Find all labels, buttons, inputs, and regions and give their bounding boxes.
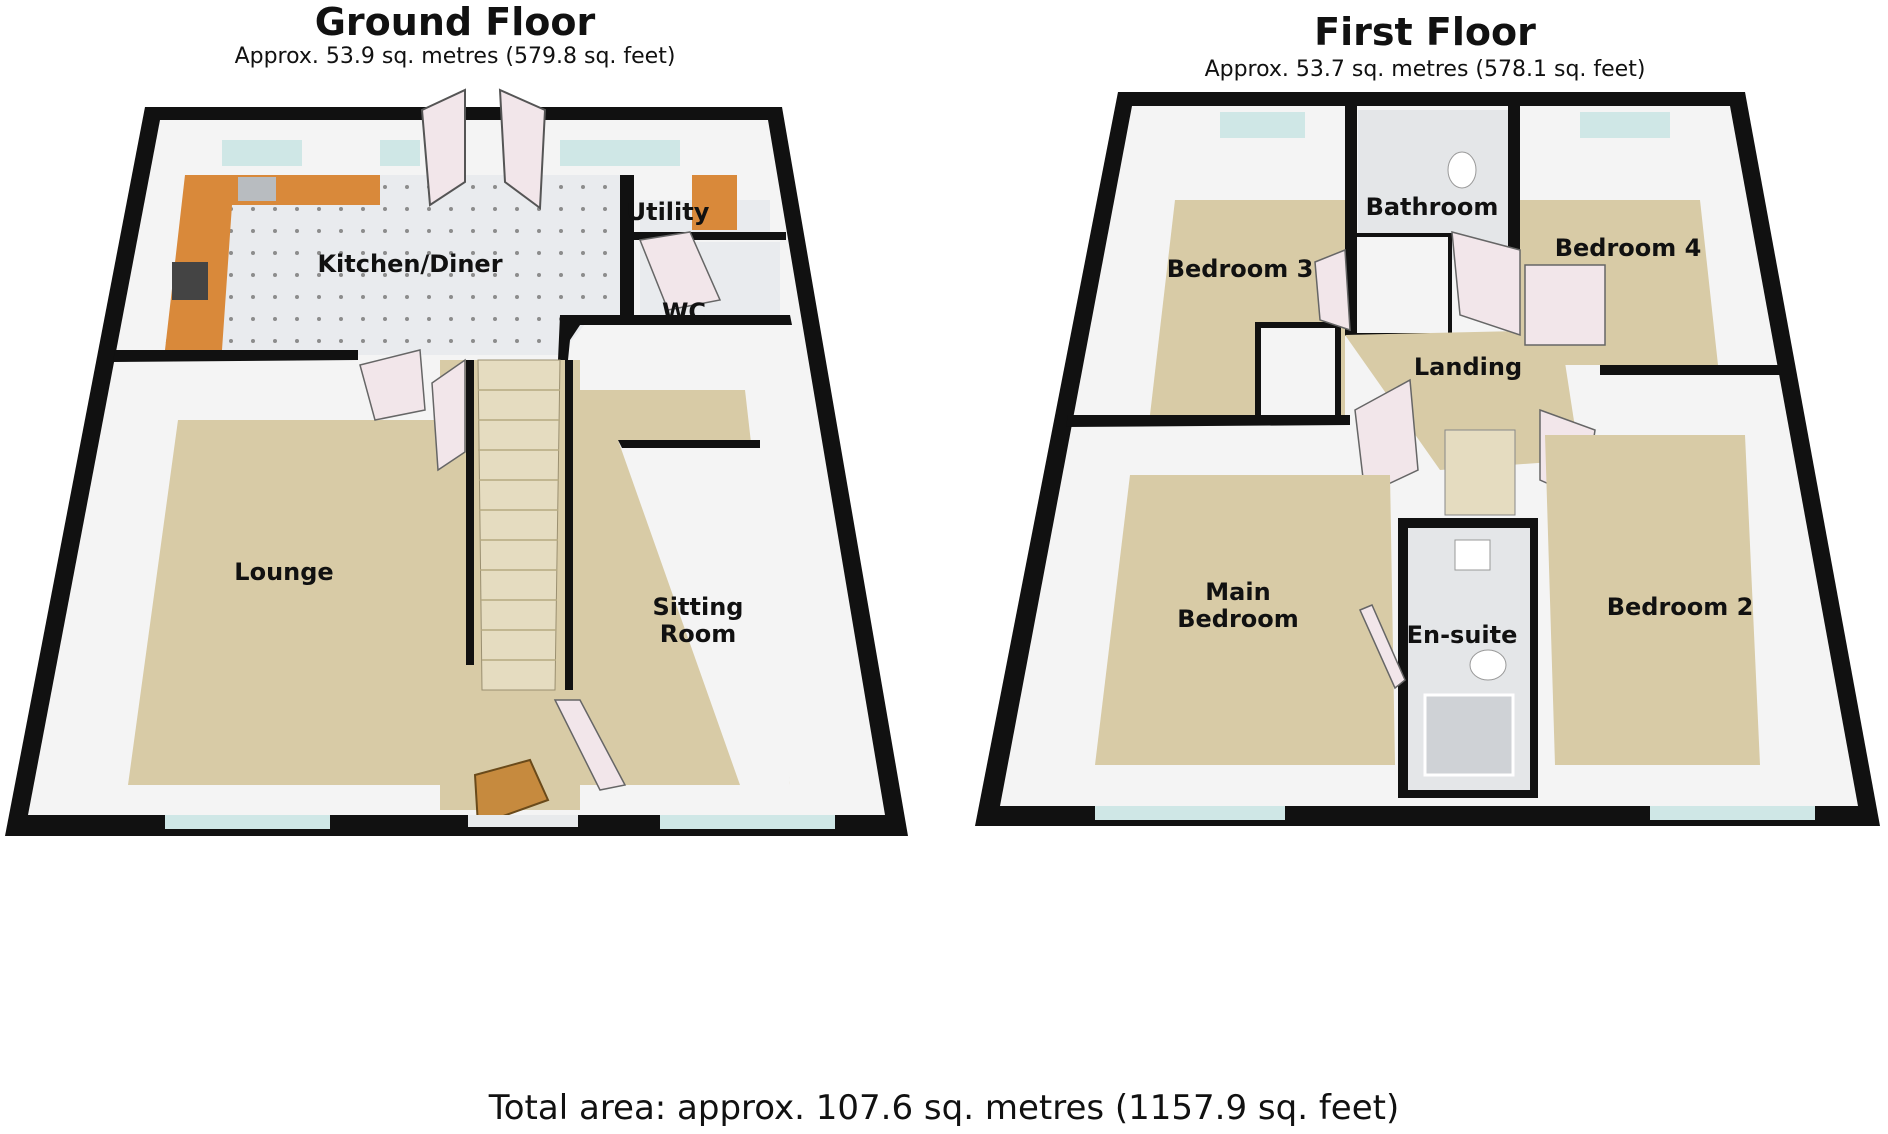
label-kitchen-diner: Kitchen/Diner <box>317 250 502 278</box>
sitting-room-door <box>553 699 627 791</box>
label-bedroom-2: Bedroom 2 <box>1607 593 1754 621</box>
main-bedroom-front-window <box>1095 806 1285 820</box>
stair-wall-left <box>466 360 474 665</box>
first-floor-title: First Floor <box>1314 10 1536 54</box>
label-main-bedroom-line2: Bedroom <box>1177 605 1299 633</box>
staircase <box>477 359 561 691</box>
label-bedroom-4: Bedroom 4 <box>1555 234 1702 262</box>
bathroom-wall-right <box>1508 106 1520 266</box>
label-landing: Landing <box>1414 353 1522 381</box>
sitting-front-window <box>660 815 835 829</box>
utility-door <box>638 231 722 311</box>
sitting-room-inner-wall <box>618 440 760 448</box>
first-floor-area: Approx. 53.7 sq. metres (578.1 sq. feet) <box>1204 57 1646 82</box>
stair-wall-right <box>565 360 573 690</box>
sink <box>238 177 276 201</box>
french-door-right <box>498 88 547 210</box>
airing-cupboard <box>1255 322 1341 423</box>
en-suite-basin <box>1454 539 1491 571</box>
bed3-main-wall <box>1066 415 1350 427</box>
lounge-floor <box>128 420 462 785</box>
bed4-bed2-wall <box>1600 365 1792 375</box>
kitchen-door <box>359 349 426 421</box>
utility-wc-divider <box>634 232 786 240</box>
front-door <box>473 758 550 827</box>
label-main-bedroom-line1: Main <box>1205 578 1270 606</box>
main-bedroom-door <box>1354 378 1419 497</box>
stair-treads <box>478 389 560 661</box>
ground-floor-title: Ground Floor <box>314 0 596 44</box>
ground-floor-area: Approx. 53.9 sq. metres (579.8 sq. feet) <box>234 44 676 69</box>
bedroom4-door <box>1524 264 1606 346</box>
bathroom-cupboard <box>1353 233 1452 337</box>
bedroom-2-floor <box>1545 435 1760 765</box>
kitchen-window-2 <box>380 140 420 166</box>
sitting-room-wall-face <box>618 440 790 785</box>
utility-wall <box>620 175 634 325</box>
en-suite-toilet <box>1469 649 1507 681</box>
label-lounge: Lounge <box>234 558 333 586</box>
kitchen-window-3 <box>560 140 680 166</box>
bedroom2-front-window <box>1650 806 1815 820</box>
lounge-door <box>431 358 466 472</box>
landing-floor <box>1345 330 1580 470</box>
kitchen-worktop <box>165 175 380 350</box>
lounge-front-window <box>165 815 330 829</box>
kitchen-lounge-wall <box>113 350 358 362</box>
hall-window <box>468 815 578 827</box>
en-suite-door <box>1359 604 1406 690</box>
utility-worktop <box>692 175 737 230</box>
label-sitting-room-line1: Sitting <box>653 593 744 621</box>
bedroom4-window <box>1580 112 1670 138</box>
bedroom3-door <box>1314 248 1351 332</box>
ground-floor-plan: Kitchen/Diner Utility WC Lounge Sitting … <box>5 88 908 836</box>
hall-upper-wall <box>558 315 792 360</box>
french-door-left <box>420 88 466 207</box>
label-en-suite: En-suite <box>1407 621 1518 649</box>
stairwell <box>1444 429 1516 516</box>
first-floor-plan: Bathroom Bedroom 3 Bedroom 4 Landing Mai… <box>975 92 1880 826</box>
hob <box>172 262 208 300</box>
en-suite-shower <box>1423 693 1515 777</box>
label-utility: Utility <box>627 198 710 226</box>
bathroom-toilet <box>1447 151 1477 189</box>
total-area: Total area: approx. 107.6 sq. metres (11… <box>488 1088 1400 1128</box>
bathroom-door <box>1451 230 1521 337</box>
bedroom3-window <box>1220 112 1305 138</box>
label-sitting-room-line2: Room <box>660 620 736 648</box>
main-bedroom-floor <box>1095 475 1395 765</box>
kitchen-window-1 <box>222 140 302 166</box>
label-bedroom-3: Bedroom 3 <box>1167 255 1314 283</box>
kitchen-diner-floor <box>165 175 620 355</box>
label-bathroom: Bathroom <box>1366 193 1499 221</box>
label-wc: WC <box>662 298 706 326</box>
